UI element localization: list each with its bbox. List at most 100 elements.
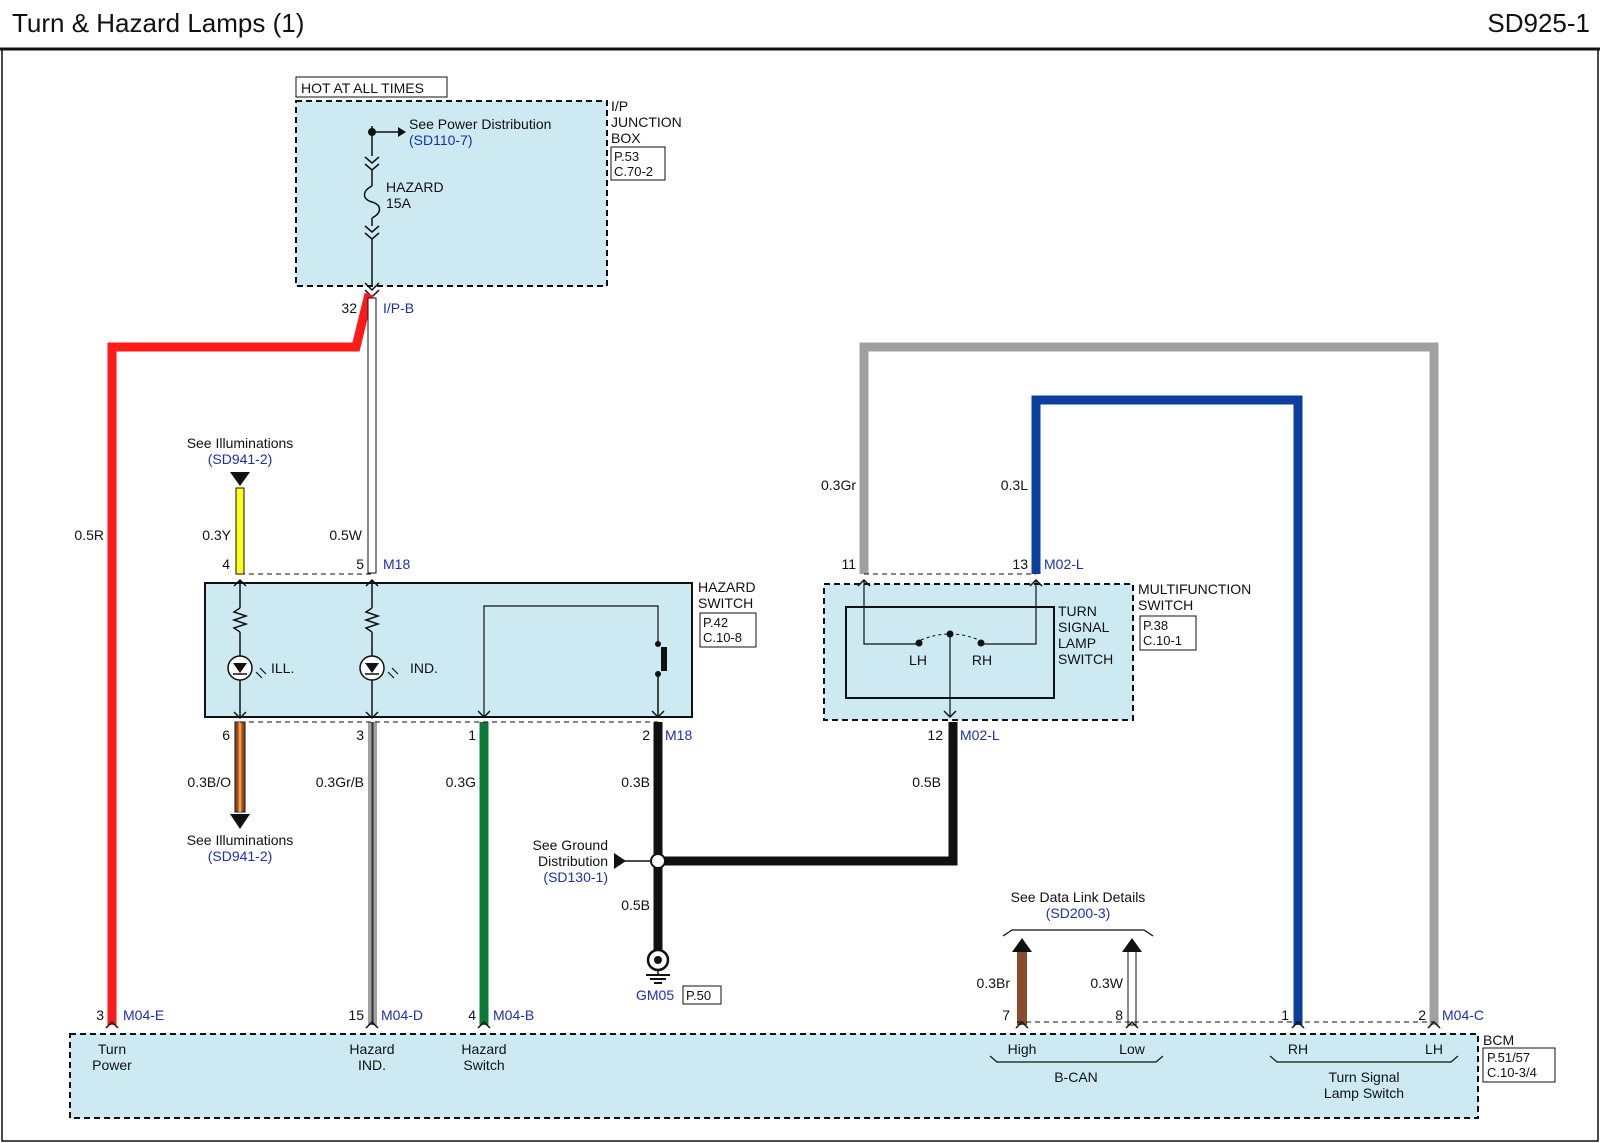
hazard-ref-1: P.42 [703, 615, 728, 630]
can-high-arrow-icon [1012, 938, 1032, 952]
bcm-label-rh: RH [1288, 1041, 1308, 1057]
hazard-pin-1: 1 [468, 727, 476, 743]
jb-name-3: BOX [611, 130, 641, 146]
wire-yellow-label: 0.3Y [202, 527, 231, 543]
jb-power-link[interactable]: (SD110-7) [409, 132, 473, 148]
ground-text-2: Distribution [538, 853, 608, 869]
ground-splice: See Ground Distribution (SD130-1) [533, 837, 666, 885]
bcm-pin-7-icon [1015, 1020, 1029, 1029]
wire-red [107, 292, 374, 1025]
mfs-top-connector: M02-L [1044, 556, 1084, 572]
bcm-label-ind: IND. [358, 1057, 386, 1073]
hazard-pin-4: 4 [222, 556, 230, 572]
ind-light-rays-icon [387, 667, 399, 679]
hazard-ref-2: C.10-8 [703, 630, 742, 645]
illum-ref-top-link[interactable]: (SD941-2) [208, 451, 273, 467]
bcm-label-turn: Turn [98, 1041, 126, 1057]
data-link-ref[interactable]: (SD200-3) [1046, 905, 1111, 921]
wire-black-ground-label: 0.5B [621, 897, 650, 913]
ground-text-1: See Ground [533, 837, 609, 853]
bcm-pin-15-icon [365, 1020, 379, 1029]
bcm-label-power: Power [92, 1057, 132, 1073]
mfs-ref-1: P.38 [1143, 618, 1168, 633]
mfs-pin-13: 13 [1012, 556, 1028, 572]
mfs-name-2: SWITCH [1138, 597, 1193, 613]
rh-label: RH [972, 652, 992, 668]
bcm-pin-7: 7 [1002, 1007, 1010, 1023]
mfs-connector-12-icon [943, 710, 957, 719]
lh-contact-icon [915, 639, 923, 647]
ground-ref: P.50 [686, 988, 711, 1003]
ill-led-triangle [233, 663, 247, 673]
switch-contact-top [655, 641, 661, 647]
turn-signal-label-1: Turn Signal [1328, 1069, 1399, 1085]
jb-ref-1: P.53 [614, 149, 639, 164]
wire-black-mfs-label: 0.5B [912, 774, 941, 790]
jb-connector: I/P-B [383, 300, 414, 316]
jb-name-1: I/P [611, 98, 628, 114]
illum-arrow-in-icon [230, 472, 250, 486]
jb-power-text: See Power Distribution [409, 116, 551, 132]
mfs-bottom-connector: M02-L [960, 727, 1000, 743]
wire-brown-label: 0.3Br [977, 975, 1011, 991]
ill-connector-bottom-icon [233, 711, 247, 720]
bcm-ref-box [1482, 1047, 1556, 1083]
hazard-top-connector: M18 [383, 556, 410, 572]
ground-point: GM05 P.50 [636, 948, 722, 1005]
hot-label: HOT AT ALL TIMES [301, 80, 424, 96]
ground-link[interactable]: (SD130-1) [543, 869, 608, 885]
page-title: Turn & Hazard Lamps (1) [12, 8, 305, 38]
switch-internal-wire [483, 605, 659, 716]
ill-resistor-icon [231, 607, 249, 633]
illum-ref-bottom-text: See Illuminations [187, 832, 294, 848]
bcan-bracket [989, 1055, 1164, 1063]
bcan-label: B-CAN [1054, 1069, 1098, 1085]
lh-label: LH [909, 652, 927, 668]
jb-ref-2: C.70-2 [614, 164, 653, 179]
fuse-rating: 15A [386, 195, 412, 211]
bcm-pin-3-icon [105, 1020, 119, 1029]
illum-ref-bottom-link[interactable]: (SD941-2) [208, 848, 273, 864]
mfs-ref-2: C.10-1 [1143, 633, 1182, 648]
hazard-switch: 4 5 M18 6 3 1 2 M18 HAZARD SWITCH P.42 C… [204, 556, 757, 743]
hazard-pin-3: 3 [356, 727, 364, 743]
bcm-pin-4-icon [477, 1020, 491, 1029]
switch-out-connector-icon [651, 710, 665, 719]
hazard-name-1: HAZARD [698, 579, 756, 595]
tss-line-3: LAMP [1058, 635, 1096, 651]
turn-signal-label-2: Lamp Switch [1324, 1085, 1404, 1101]
rh-contact-icon [977, 639, 985, 647]
ground-ref-arrow-icon [614, 853, 626, 869]
bcm-name: BCM [1483, 1032, 1514, 1048]
ind-connector-bottom-icon [365, 711, 379, 720]
ind-led-triangle [365, 663, 379, 673]
ground-splice-icon [650, 853, 666, 869]
bcm-label-hazard-2: Hazard [461, 1041, 506, 1057]
bcm-label-switch: Switch [463, 1057, 504, 1073]
bcm-pin-2: 2 [1418, 1007, 1426, 1023]
bcm-label-high: High [1008, 1041, 1037, 1057]
bcm-pin-4: 4 [468, 1007, 476, 1023]
wire-brown [1017, 951, 1027, 1025]
ill-light-rays-icon [255, 667, 267, 679]
switch-connector-icon [477, 710, 491, 719]
can-low-arrow-icon [1122, 938, 1142, 952]
ground-point-dot [654, 956, 662, 964]
ill-label: ILL. [271, 660, 294, 676]
bcm-label-lh: LH [1425, 1041, 1443, 1057]
bcm-pin-1-icon [1291, 1020, 1305, 1029]
wire-brown-orange-label: 0.3B/O [187, 774, 231, 790]
common-contact-icon [946, 630, 954, 638]
jb-ref-box [610, 146, 666, 181]
tss-line-2: SIGNAL [1058, 619, 1110, 635]
hot-label-box [295, 76, 448, 98]
bcm-ref-2: C.10-3/4 [1487, 1065, 1537, 1080]
bcm-pin-3: 3 [96, 1007, 104, 1023]
push-switch-icon [661, 647, 667, 671]
bcm-label-low: Low [1119, 1041, 1146, 1057]
ground-point-name: GM05 [636, 987, 674, 1003]
fuse-name: HAZARD [386, 179, 444, 195]
mfs-pin-11: 11 [841, 556, 856, 572]
jb-power-arrow [398, 127, 406, 137]
